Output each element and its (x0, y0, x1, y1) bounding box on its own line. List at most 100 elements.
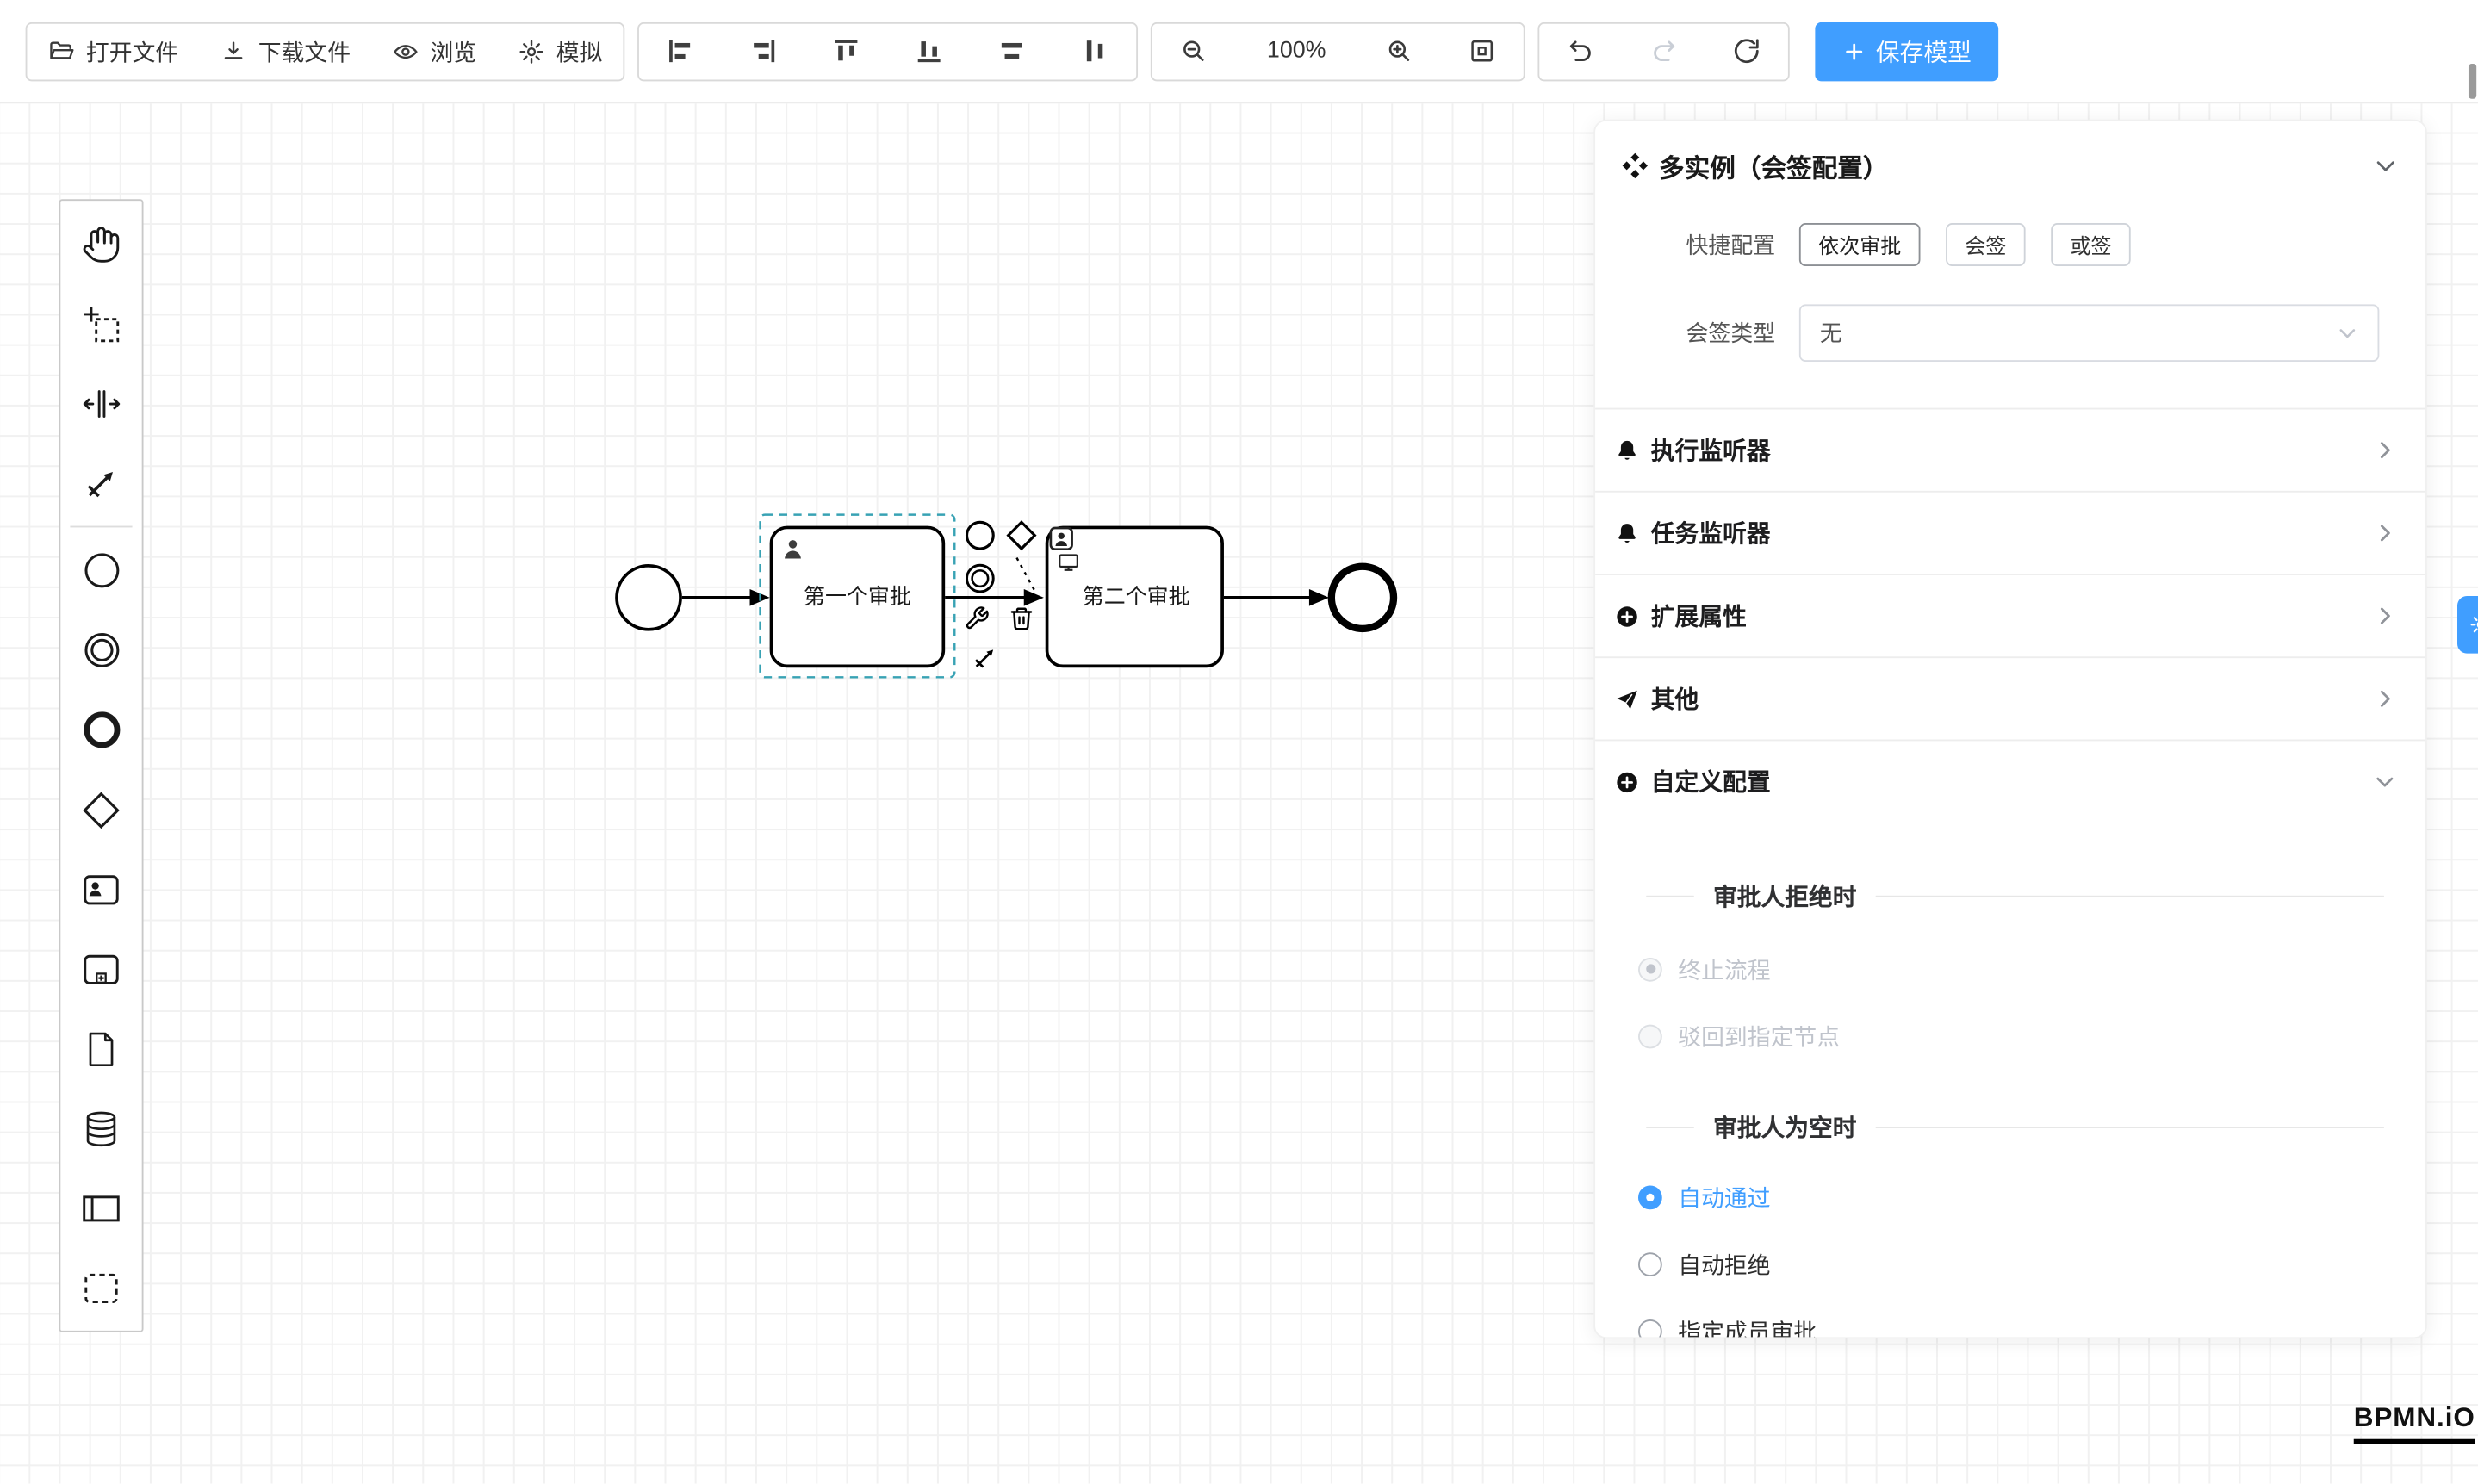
zoom-in-icon (1388, 40, 1410, 61)
append-end-event-icon[interactable] (965, 520, 995, 550)
scrollbar-thumb[interactable] (2468, 64, 2477, 99)
participant-icon (83, 1195, 120, 1221)
fit-viewport-button[interactable] (1441, 23, 1524, 79)
align-left-icon (669, 40, 691, 63)
align-center-horizontal-button[interactable] (971, 23, 1053, 79)
undo-button[interactable] (1539, 23, 1622, 79)
chevron-right-icon (2380, 525, 2390, 542)
selection-outline (759, 513, 956, 679)
download-file-label: 下载文件 (258, 40, 351, 66)
zoom-level: 100% (1266, 38, 1326, 65)
accordion: 执行监听器 任务监听器 扩展属性 (1595, 407, 2426, 823)
sign-type-label: 会签类型 (1686, 320, 1776, 346)
open-file-button[interactable]: 打开文件 (27, 23, 199, 79)
radio-circle (1638, 957, 1662, 981)
create-intermediate-event[interactable] (60, 611, 141, 691)
align-bottom-icon (917, 41, 941, 63)
align-center-vertical-button[interactable] (1053, 23, 1136, 79)
radio-return-to-node[interactable]: 驳回到指定节点 (1638, 1018, 2425, 1053)
save-model-button[interactable]: 保存模型 (1815, 21, 1999, 81)
chevron-right-icon (2380, 442, 2390, 459)
start-event[interactable] (615, 563, 682, 631)
section-others[interactable]: 其他 (1595, 656, 2426, 739)
create-subprocess[interactable] (60, 929, 141, 1009)
create-gateway[interactable] (60, 770, 141, 850)
bell-icon (1618, 439, 1636, 459)
panel-title: 多实例（会签配置） (1659, 156, 1889, 183)
space-tool[interactable] (60, 363, 141, 444)
reject-section-title: 审批人拒绝时 (1712, 884, 1857, 912)
connect-arrow-icon (87, 471, 113, 497)
quick-option-sequential[interactable]: 依次审批 (1798, 223, 1921, 266)
simulate-button[interactable]: 模拟 (497, 23, 623, 79)
create-end-event[interactable] (60, 690, 141, 770)
task-first-approval[interactable] (769, 525, 946, 668)
preview-button[interactable]: 浏览 (371, 23, 497, 79)
create-participant[interactable] (60, 1168, 141, 1248)
eye-icon (393, 44, 418, 59)
section-custom-config[interactable]: 自定义配置 (1595, 739, 2426, 822)
quick-config-row: 快捷配置 依次审批 会签 或签 (1595, 223, 2379, 266)
radio-terminate-process[interactable]: 终止流程 (1638, 952, 2425, 987)
sign-type-select[interactable]: 无 (1798, 304, 2380, 362)
refresh-button[interactable] (1705, 23, 1788, 79)
wrench-icon[interactable] (966, 606, 989, 630)
task-second-approval[interactable] (1045, 525, 1224, 668)
radio-circle (1638, 1023, 1662, 1048)
create-data-store[interactable] (60, 1089, 141, 1169)
radio-circle (1638, 1184, 1662, 1209)
context-pad (965, 520, 1037, 668)
quick-option-orsign[interactable]: 或签 (2051, 223, 2131, 266)
lasso-icon (84, 306, 120, 342)
properties-panel: 多实例（会签配置） 快捷配置 依次审批 会签 或签 会签类型 无 (1593, 119, 2427, 1339)
section-extended-properties[interactable]: 扩展属性 (1595, 574, 2426, 656)
end-event-icon (83, 711, 120, 748)
connect-arrow-icon[interactable] (975, 649, 994, 668)
bpmn-palette (59, 199, 144, 1332)
send-icon (1617, 689, 1637, 709)
radio-auto-reject[interactable]: 自动拒绝 (1638, 1246, 2425, 1282)
create-start-event[interactable] (60, 531, 141, 611)
radio-auto-pass[interactable]: 自动通过 (1638, 1179, 2425, 1214)
custom-config-content: 审批人拒绝时 终止流程 驳回到指定节点 审批人为空时 自动通过 (1595, 879, 2425, 1338)
chevron-down-icon[interactable] (2373, 153, 2399, 179)
settings-tab[interactable] (2457, 595, 2478, 654)
section-task-listener[interactable]: 任务监听器 (1595, 490, 2426, 574)
download-icon (224, 40, 243, 59)
simulate-label: 模拟 (556, 40, 603, 66)
align-top-button[interactable] (804, 23, 887, 79)
append-gateway-icon[interactable] (1006, 520, 1037, 551)
quick-option-countersign[interactable]: 会签 (1946, 223, 2026, 266)
panel-header[interactable]: 多实例（会签配置） (1595, 121, 2425, 198)
zoom-out-icon (1183, 40, 1204, 61)
create-user-task[interactable] (60, 849, 141, 929)
quick-config-options: 依次审批 会签 或签 (1798, 223, 2379, 266)
align-left-button[interactable] (639, 23, 722, 79)
intermediate-event-icon (84, 632, 119, 667)
global-connect-tool[interactable] (60, 443, 141, 523)
align-top-icon (835, 40, 858, 61)
zoom-out-button[interactable] (1152, 23, 1235, 79)
hand-tool[interactable] (60, 204, 141, 284)
redo-button[interactable] (1623, 23, 1705, 79)
user-task-badge-icon (1049, 526, 1073, 551)
download-file-button[interactable]: 下载文件 (199, 23, 371, 79)
align-bottom-button[interactable] (888, 23, 971, 79)
trash-icon[interactable] (1010, 607, 1033, 630)
align-right-button[interactable] (722, 23, 804, 79)
end-event[interactable] (1327, 562, 1398, 633)
radio-assign-member[interactable]: 指定成员审批 (1638, 1313, 2425, 1338)
subprocess-icon (84, 953, 119, 984)
undo-icon (1570, 40, 1591, 62)
section-execution-listener[interactable]: 执行监听器 (1595, 407, 2426, 491)
lasso-tool[interactable] (60, 283, 141, 363)
task1-label: 第一个审批 (804, 585, 911, 609)
file-button-group: 打开文件 下载文件 浏览 (25, 21, 625, 81)
data-store-icon (86, 1110, 116, 1146)
create-group[interactable] (60, 1248, 141, 1328)
zoom-in-button[interactable] (1358, 23, 1441, 79)
create-data-object[interactable] (60, 1009, 141, 1089)
chevron-right-icon (2380, 690, 2390, 707)
